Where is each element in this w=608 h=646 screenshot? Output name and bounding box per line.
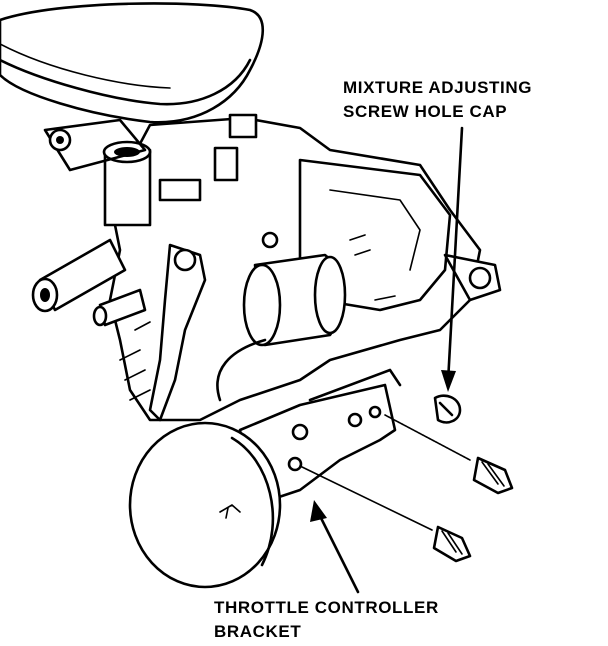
carburetor-body (31, 113, 502, 422)
bracket-label-line2: BRACKET (214, 622, 301, 641)
mixture-cap-arrow (441, 126, 464, 392)
mixture-label-line2: SCREW HOLE CAP (343, 102, 507, 121)
bolt-upper (384, 414, 514, 495)
mixture-adjusting-screw-hole-cap (433, 394, 462, 424)
bracket-label-line1: THROTTLE CONTROLLER (214, 598, 439, 617)
air-cleaner-housing (0, 2, 264, 124)
mixture-label-line1: MIXTURE ADJUSTING (343, 78, 532, 97)
throttle-controller-bracket (238, 368, 402, 502)
throttle-controller-diaphragm (128, 421, 282, 589)
bolt-lower (299, 465, 472, 563)
bracket-arrow (310, 500, 360, 594)
